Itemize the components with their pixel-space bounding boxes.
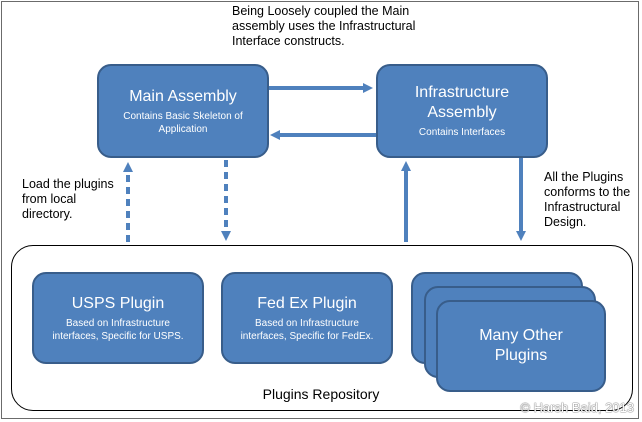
usps-plugin-title: USPS Plugin — [71, 294, 165, 312]
infrastructure-assembly-box: Infrastructure Assembly Contains Interfa… — [376, 64, 548, 158]
usps-plugin-box: USPS Plugin Based on Infrastructure inte… — [32, 272, 204, 364]
main-assembly-box: Main Assembly Contains Basic Skeleton of… — [97, 64, 269, 158]
infrastructure-assembly-title: Infrastructure Assembly — [414, 84, 510, 121]
repository-label: Plugins Repository — [262, 386, 380, 402]
usps-plugin-subtitle: Based on Infrastructure interfaces, Spec… — [52, 317, 184, 342]
fedex-plugin-box: Fed Ex Plugin Based on Infrastructure in… — [221, 272, 393, 364]
fedex-plugin-title: Fed Ex Plugin — [257, 294, 357, 312]
note-top: Being Loosely coupled the Main assembly … — [232, 4, 416, 48]
many-other-plugins-box: Many Other Plugins — [436, 300, 606, 392]
note-right: All the Plugins conforms to the Infrastr… — [544, 170, 631, 229]
main-assembly-subtitle: Contains Basic Skeleton of Application — [123, 110, 243, 135]
infrastructure-assembly-subtitle: Contains Interfaces — [418, 127, 506, 138]
copyright-watermark: © Harsh Baid, 2013 — [520, 400, 634, 415]
note-left: Load the plugins from local directory. — [22, 177, 114, 221]
fedex-plugin-subtitle: Based on Infrastructure interfaces, Spec… — [240, 317, 374, 342]
many-other-plugins-title: Many Other Plugins — [479, 327, 563, 364]
main-assembly-title: Main Assembly — [129, 87, 237, 105]
